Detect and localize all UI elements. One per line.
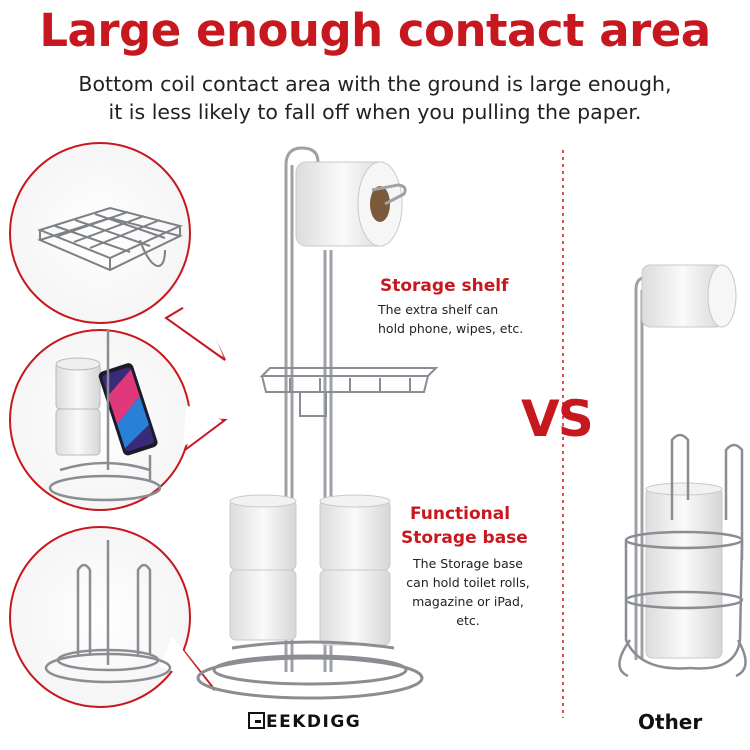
other-label: Other <box>638 710 703 734</box>
subtitle-line-1: Bottom coil contact area with the ground… <box>78 72 672 96</box>
geekdigg-stand <box>196 146 439 700</box>
brand-name: EEKDIGG <box>266 712 362 732</box>
base-line-2: can hold toilet rolls, <box>406 575 530 590</box>
base-line-3: magazine or iPad, <box>412 594 524 609</box>
detail-circle-base <box>9 526 216 708</box>
vs-label: VS <box>521 390 594 448</box>
shelf-line-2: hold phone, wipes, etc. <box>378 321 524 336</box>
storage-shelf-title: Storage shelf <box>380 276 509 296</box>
storage-base-text: The Storage base can hold toilet rolls, … <box>398 554 538 630</box>
page-subtitle: Bottom coil contact area with the ground… <box>20 70 730 126</box>
brand-g-icon <box>248 712 265 729</box>
subtitle-line-2: it is less likely to fall off when you p… <box>108 100 642 124</box>
page-title: Large enough contact area <box>39 4 711 57</box>
base-title-line-1: Functional <box>410 504 511 524</box>
detail-circle-shelf <box>9 142 226 361</box>
base-line-4: etc. <box>456 613 480 628</box>
storage-base-title: Functional Storage base <box>401 502 528 550</box>
shelf-line-1: The extra shelf can <box>378 302 499 317</box>
brand-logo: EEKDIGG <box>248 712 361 732</box>
base-line-1: The Storage base <box>413 556 523 571</box>
detail-circle-rolls-phone <box>9 329 228 511</box>
storage-shelf-text: The extra shelf can hold phone, wipes, e… <box>378 300 523 338</box>
base-title-line-2: Storage base <box>401 528 528 548</box>
other-stand <box>618 264 747 678</box>
